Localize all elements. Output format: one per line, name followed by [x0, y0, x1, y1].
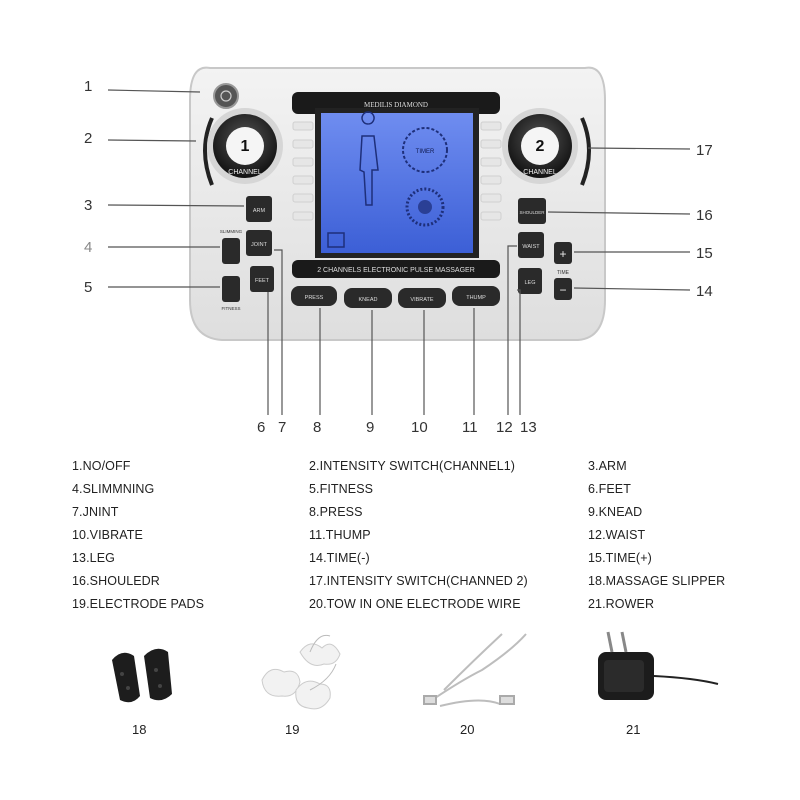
fitness-label: FITNESS: [221, 306, 240, 311]
body-figure-icon: [359, 111, 379, 206]
channel1-label: CHANNEL: [228, 169, 262, 176]
accessory-number-21: 21: [626, 722, 641, 737]
legend-item: 13.LEG: [72, 551, 115, 565]
power-adapter-icon: [598, 631, 719, 700]
accessory-number-20: 20: [460, 722, 475, 737]
electrode-wire-icon: [423, 633, 527, 707]
lcd-screen: [321, 113, 473, 253]
legend-item: 8.PRESS: [309, 505, 363, 519]
callout-10: 10: [411, 419, 428, 436]
legend-item: 15.TIME(+): [588, 551, 652, 565]
feet-button-label: FEET: [255, 278, 270, 284]
thump-button-label: THUMP: [466, 295, 486, 301]
callout-4: 4: [84, 239, 92, 256]
callout-3: 3: [84, 197, 92, 214]
callout-5: 5: [84, 279, 92, 296]
arm-button[interactable]: [246, 196, 272, 222]
intensity-center: [418, 200, 432, 214]
model-band: [292, 260, 500, 278]
legend-item: 2.INTENSITY SWITCH(CHANNEL1): [309, 459, 516, 473]
press-button-label: PRESS: [305, 295, 324, 301]
channel2-label: CHANNEL: [523, 169, 557, 176]
legend-item: 19.ELECTRODE PADS: [72, 597, 205, 611]
legend-item: 5.FITNESS: [309, 482, 374, 496]
callout-16: 16: [696, 207, 713, 224]
callout-14: 14: [696, 283, 713, 300]
legend-item: 12.WAIST: [588, 528, 646, 542]
brand-label: MEDILIS DIAMOND: [364, 101, 428, 109]
waist-button-label: WAIST: [522, 244, 540, 250]
time-minus-button[interactable]: [554, 278, 572, 300]
callout-12: 12: [496, 419, 513, 436]
left-ridges: [292, 121, 314, 221]
legend-item: 9.KNEAD: [588, 505, 643, 519]
joint-button[interactable]: [246, 230, 272, 256]
time-plus-label: +: [559, 247, 566, 261]
vibrate-button[interactable]: [398, 288, 446, 308]
channel2-knob-center: [521, 127, 559, 165]
arm-button-label: ARM: [253, 208, 266, 214]
electrode-pads-icon: [261, 634, 341, 710]
knead-button-label: KNEAD: [359, 297, 378, 303]
channel1-knob-center: [226, 127, 264, 165]
feet-button[interactable]: [250, 266, 274, 292]
time-plus-button[interactable]: [554, 242, 572, 264]
power-button[interactable]: [213, 83, 239, 109]
accessory-number-18: 18: [132, 722, 147, 737]
timer-label: TIMER: [416, 149, 435, 155]
legend-item: 6.FEET: [588, 482, 631, 496]
channel1-number: 1: [241, 138, 250, 155]
power-icon: [220, 90, 232, 102]
knead-button[interactable]: [344, 288, 392, 308]
callout-15: 15: [696, 245, 713, 262]
mode-icon: [327, 232, 345, 248]
timer-dial: [402, 127, 448, 173]
massage-slipper-icon: [112, 648, 172, 703]
callout-7: 7: [278, 419, 286, 436]
legend-item: 1.NO/OFF: [72, 459, 131, 473]
legend-item: 18.MASSAGE SLIPPER: [588, 574, 726, 588]
slimming-label: SLIMMING: [220, 229, 243, 234]
legend-item: 11.THUMP: [309, 528, 371, 542]
callout-6: 6: [257, 419, 265, 436]
callout-9: 9: [366, 419, 374, 436]
time-label: TIME: [557, 270, 570, 276]
callout-lines: [107, 89, 691, 415]
right-groove: [580, 117, 591, 186]
time-minus-label: −: [559, 283, 566, 297]
intensity-dial: [405, 187, 445, 227]
slimming-button[interactable]: [222, 238, 240, 264]
leg-button-label: LEG: [524, 280, 535, 286]
legend-item: 4.SLIMMNING: [72, 482, 155, 496]
joint-button-label: JOINT: [251, 242, 268, 248]
legend-item: 16.SHOULEDR: [72, 574, 160, 588]
callout-8: 8: [313, 419, 321, 436]
legend-item: 14.TIME(-): [309, 551, 370, 565]
shoulder-button-label: SHOULDER: [519, 210, 545, 215]
legend-item: 20.TOW IN ONE ELECTRODE WIRE: [309, 597, 521, 611]
legend-item: 3.ARM: [588, 459, 627, 473]
callout-2: 2: [84, 130, 92, 147]
legend-item: 17.INTENSITY SWITCH(CHANNED 2): [309, 574, 528, 588]
left-groove: [203, 117, 214, 186]
right-ridges: [480, 121, 502, 221]
thump-button[interactable]: [452, 286, 500, 306]
press-button[interactable]: [291, 286, 337, 306]
legend-item: 21.ROWER: [588, 597, 655, 611]
fitness-button[interactable]: [222, 276, 240, 302]
waist-button[interactable]: [518, 232, 544, 258]
callout-1: 1: [84, 78, 92, 95]
callout-13: 13: [520, 419, 537, 436]
legend-item: 10.VIBRATE: [72, 528, 143, 542]
callout-11: 11: [462, 419, 478, 436]
leg-button[interactable]: [518, 268, 542, 294]
shoulder-button[interactable]: [518, 198, 546, 224]
model-label: 2 CHANNELS ELECTRONIC PULSE MASSAGER: [317, 267, 475, 274]
legend-item: 7.JNINT: [72, 505, 119, 519]
channel2-number: 2: [536, 138, 545, 155]
callout-17: 17: [696, 142, 713, 159]
accessory-number-19: 19: [285, 722, 300, 737]
vibrate-button-label: VIBRATE: [410, 297, 433, 303]
